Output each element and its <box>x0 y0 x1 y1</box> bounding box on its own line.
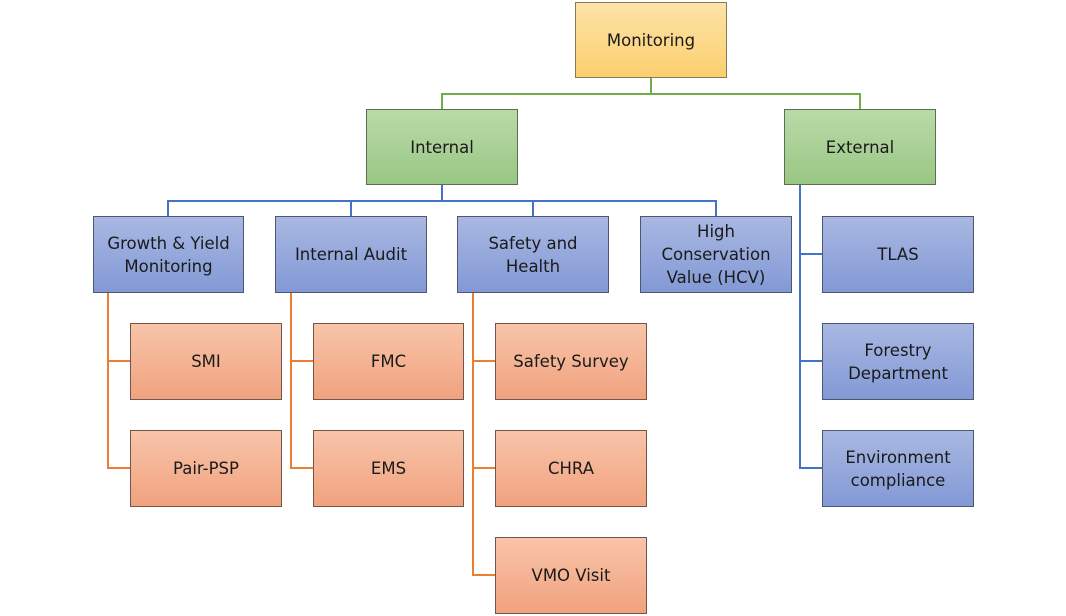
connector <box>350 200 352 217</box>
connector <box>472 574 496 576</box>
node-label: Forestry Department <box>848 340 948 383</box>
node-monitoring[interactable]: Monitoring <box>575 2 727 78</box>
connector <box>441 93 861 95</box>
connector <box>799 253 823 255</box>
node-pair-psp[interactable]: Pair-PSP <box>130 430 282 507</box>
node-label: TLAS <box>877 245 919 264</box>
connector <box>290 467 314 469</box>
node-label: Safety and Health <box>488 233 578 276</box>
node-environment-compliance[interactable]: Environment compliance <box>822 430 974 507</box>
node-label: Safety Survey <box>513 352 629 371</box>
connector <box>472 467 496 469</box>
node-label: VMO Visit <box>531 566 611 585</box>
connector <box>107 467 131 469</box>
node-ems[interactable]: EMS <box>313 430 464 507</box>
node-label: Internal Audit <box>294 245 408 264</box>
node-label: Environment compliance <box>845 447 951 490</box>
node-label: External <box>825 137 895 157</box>
node-label: Internal <box>410 137 474 157</box>
node-hcv[interactable]: High Conservation Value (HCV) <box>640 216 792 293</box>
connector <box>441 184 443 202</box>
connector <box>290 292 292 469</box>
connector <box>799 467 823 469</box>
connector <box>107 360 131 362</box>
node-label: Monitoring <box>606 30 696 50</box>
node-label: Growth & Yield Monitoring <box>107 233 230 276</box>
connector <box>532 200 534 217</box>
node-forestry-department[interactable]: Forestry Department <box>822 323 974 400</box>
node-label: High Conservation Value (HCV) <box>661 222 771 287</box>
connector <box>441 93 443 110</box>
connector <box>167 200 169 217</box>
node-fmc[interactable]: FMC <box>313 323 464 400</box>
node-smi[interactable]: SMI <box>130 323 282 400</box>
connector <box>167 200 717 202</box>
node-safety-survey[interactable]: Safety Survey <box>495 323 647 400</box>
node-chra[interactable]: CHRA <box>495 430 647 507</box>
connector <box>472 292 474 576</box>
connector <box>859 93 861 110</box>
node-internal[interactable]: Internal <box>366 109 518 185</box>
node-tlas[interactable]: TLAS <box>822 216 974 293</box>
node-growth-yield-monitoring[interactable]: Growth & Yield Monitoring <box>93 216 244 293</box>
node-label: SMI <box>191 352 221 371</box>
node-label: EMS <box>370 459 407 478</box>
connector <box>715 200 717 217</box>
node-external[interactable]: External <box>784 109 936 185</box>
connector <box>290 360 314 362</box>
connector <box>799 184 801 469</box>
node-internal-audit[interactable]: Internal Audit <box>275 216 427 293</box>
node-vmo-visit[interactable]: VMO Visit <box>495 537 647 614</box>
connector <box>472 360 496 362</box>
node-label: FMC <box>370 352 407 371</box>
connector <box>107 292 109 469</box>
node-label: Pair-PSP <box>173 459 239 478</box>
connector <box>650 78 652 94</box>
node-label: CHRA <box>547 459 594 478</box>
connector <box>799 360 823 362</box>
node-safety-and-health[interactable]: Safety and Health <box>457 216 609 293</box>
